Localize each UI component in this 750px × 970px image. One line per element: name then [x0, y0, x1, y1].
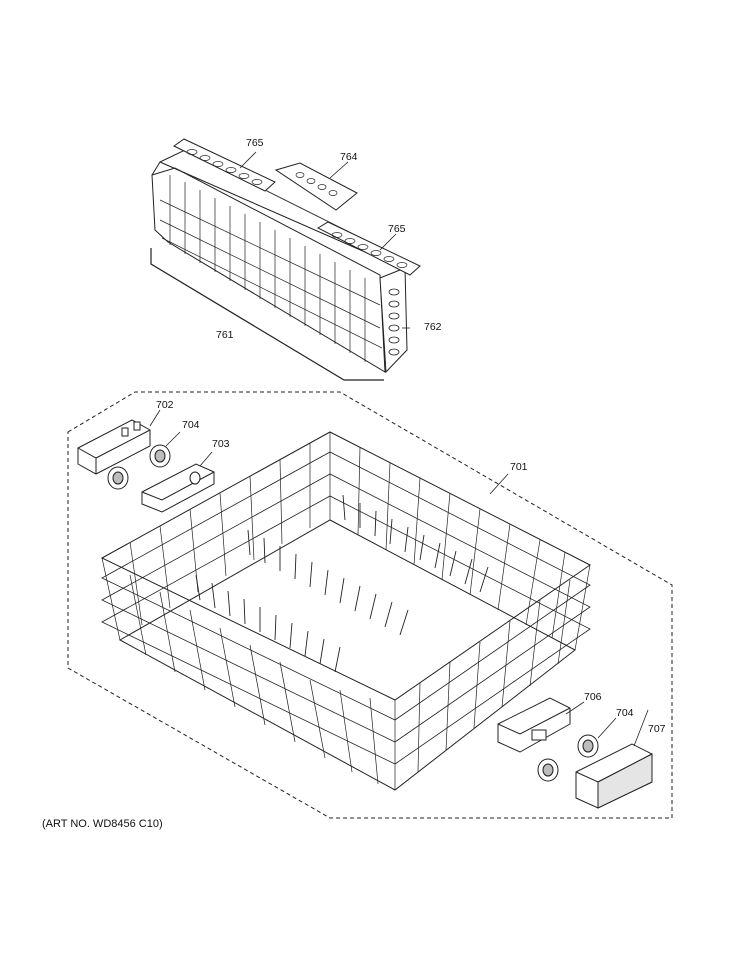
assembly-dashed-outline [67, 391, 673, 819]
callout-706: 706 [584, 691, 602, 703]
callout-702: 702 [156, 399, 174, 411]
rack-bumper[interactable] [575, 743, 653, 809]
wheel-left[interactable] [107, 444, 171, 490]
basket-cover-small[interactable] [274, 162, 358, 211]
wheel-right[interactable] [537, 734, 599, 782]
basket-cover-right[interactable] [316, 221, 421, 276]
callout-701: 701 [510, 461, 528, 473]
callout-704-left: 704 [182, 419, 200, 431]
callout-764: 764 [340, 151, 358, 163]
silverware-basket-group [150, 138, 421, 381]
callout-labels: 765 764 765 761 762 702 704 703 701 706 … [156, 137, 666, 735]
basket-bracket [150, 248, 384, 381]
wheel-carrier-left-b[interactable] [141, 463, 215, 513]
callout-704-right: 704 [616, 707, 634, 719]
callout-762: 762 [424, 321, 442, 333]
callout-765-mid: 765 [388, 223, 406, 235]
art-number: (ART NO. WD8456 C10) [42, 818, 163, 830]
lower-rack[interactable] [100, 431, 591, 791]
basket-cover-left[interactable] [173, 138, 276, 192]
callout-765-top: 765 [246, 137, 264, 149]
lower-rack-group [67, 391, 673, 819]
basket-end[interactable] [379, 267, 408, 374]
wheel-carrier-right[interactable] [497, 697, 571, 753]
callout-761: 761 [216, 329, 234, 341]
callout-703: 703 [212, 438, 230, 450]
wheel-carrier-left[interactable] [77, 419, 151, 475]
basket-leaders [239, 151, 410, 329]
callout-707: 707 [648, 723, 666, 735]
rack-leaders [149, 409, 649, 747]
silverware-basket[interactable] [151, 149, 406, 373]
